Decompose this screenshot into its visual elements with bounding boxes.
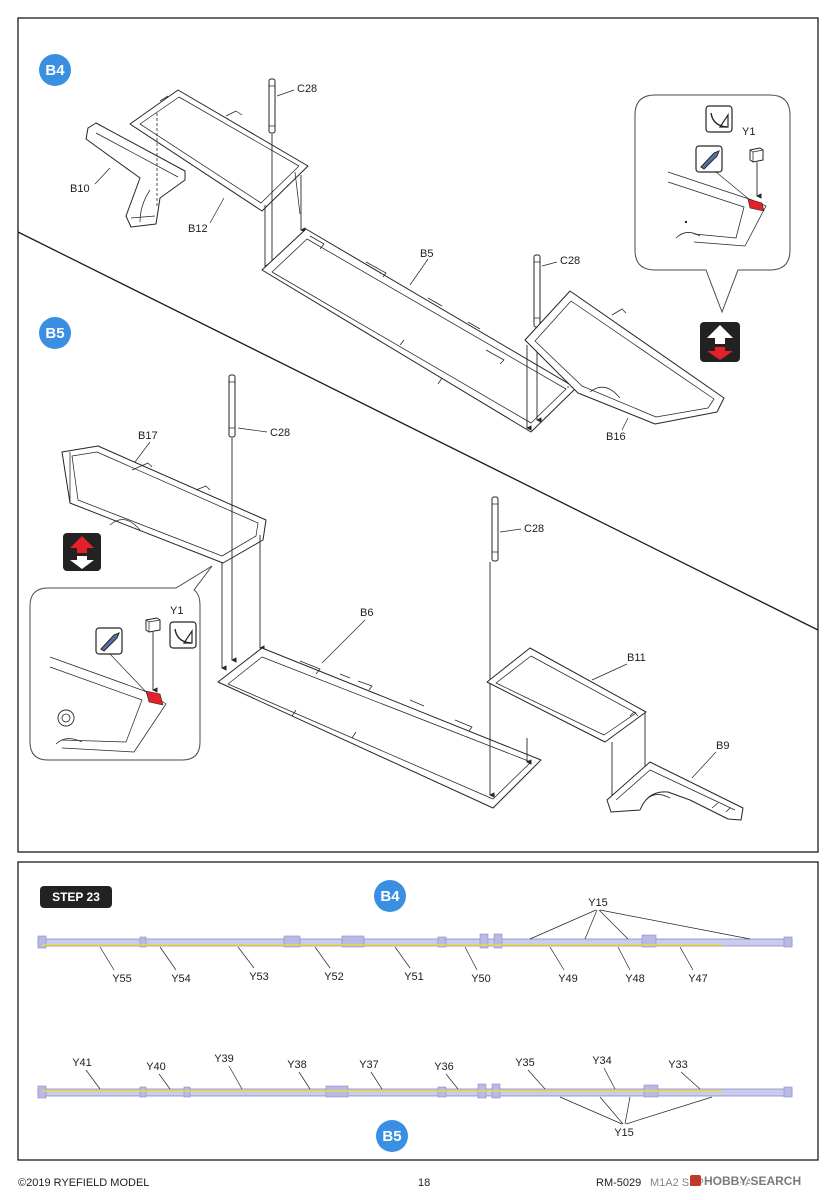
gate-label: Y41 [72, 1057, 92, 1069]
part-label-b6: B6 [360, 607, 373, 619]
cut-off-gate-icon [169, 621, 197, 649]
inset-part-label-y1: Y1 [170, 605, 183, 617]
page-number: 18 [418, 1177, 430, 1189]
shared-gate-label: Y15 [588, 897, 608, 909]
kit-name: M1A2 SEP V2 ABRAMS [650, 1177, 769, 1189]
detail-inset-bottom: Y1 [29, 565, 213, 761]
part-label-c28-left: C28 [270, 427, 290, 439]
sub-step-badge-b4: B4 [39, 54, 71, 86]
badge-label: B4 [380, 888, 400, 905]
attachment-highlight [145, 690, 164, 706]
badge-circle [39, 317, 71, 349]
hobby-search-logo-icon [690, 1175, 701, 1186]
kit-code: RM-5029 [596, 1177, 641, 1189]
section-divider [17, 231, 819, 631]
badge-label: B5 [382, 1128, 401, 1145]
part-b16: B16 [524, 290, 725, 443]
gate-label: Y38 [287, 1059, 307, 1071]
gate-label: Y55 [112, 973, 132, 985]
sub-step-badge-b5: B5 [39, 317, 71, 349]
footer: ©2019 RYEFIELD MODEL 18 RM-5029 M1A2 SEP… [18, 1173, 802, 1190]
part-b12: B12 [129, 89, 309, 235]
badge-label: B5 [45, 325, 64, 342]
inset-part-label-y1: Y1 [742, 126, 755, 138]
small-part-y1 [749, 147, 764, 163]
gate-label: Y52 [324, 971, 344, 983]
badge-label: B4 [45, 62, 65, 79]
small-part-y1 [145, 617, 161, 633]
part-label-b17: B17 [138, 430, 158, 442]
copyright: ©2019 RYEFIELD MODEL [18, 1177, 149, 1189]
gate-label: Y50 [471, 973, 491, 985]
part-b17: B17 [61, 430, 267, 564]
part-b6: B6 [217, 607, 542, 809]
flip-part-icon [700, 322, 740, 362]
sprue-strip [37, 1088, 793, 1097]
step-title: STEP 23 [52, 890, 100, 904]
part-label-b9: B9 [716, 740, 729, 752]
inset-part-drawing [667, 171, 767, 247]
part-label-b11: B11 [627, 652, 646, 664]
watermark: HOBBY SEARCH [690, 1173, 802, 1189]
badge-circle [39, 54, 71, 86]
cut-off-gate-icon [705, 105, 733, 133]
part-label-b12: B12 [188, 223, 208, 235]
gate-label: Y53 [249, 971, 269, 983]
part-c28-pin-right-lower: C28 [491, 496, 544, 562]
step-23-badge: STEP 23 [40, 886, 112, 908]
part-b5: B5 [261, 228, 577, 433]
part-b9: B9 [606, 740, 744, 821]
part-label-b5: B5 [420, 248, 433, 260]
part-c28-pin-left: C28 [228, 374, 290, 439]
attachment-highlight [747, 198, 765, 212]
step-23-frame [17, 861, 819, 1161]
sprue-details [37, 933, 793, 949]
gate-label: Y40 [146, 1061, 166, 1073]
assembly-frame [17, 17, 819, 853]
detail-inset-top: Y1 [634, 94, 791, 314]
lower-sprue-b5: Y41 Y40 Y39 Y38 Y37 Y36 Y35 Y34 Y33 Y15 … [37, 1053, 793, 1152]
gate-label: Y35 [515, 1057, 535, 1069]
gate-label: Y54 [171, 973, 191, 985]
upper-sprue-b4: B4 Y15 [37, 880, 793, 985]
hobby-knife-icon [95, 627, 123, 655]
part-c28-pin-top: C28 [268, 78, 317, 134]
gate-label: Y51 [404, 971, 424, 983]
hobby-knife-icon [695, 145, 723, 173]
gate-label: Y47 [688, 973, 708, 985]
gate-label: Y49 [558, 973, 578, 985]
part-label-b10: B10 [70, 183, 90, 195]
sub-step-b4: B4 B10 B12 C28 [39, 54, 791, 443]
gate-leader-lines [99, 909, 751, 971]
part-label-c28-right-lower: C28 [524, 523, 544, 535]
gate-label: Y34 [592, 1055, 612, 1067]
gate-label: Y36 [434, 1061, 454, 1073]
gate-label: Y33 [668, 1059, 688, 1071]
part-b10: B10 [70, 122, 186, 228]
assembly-guide-lines-b11 [489, 562, 650, 798]
gate-label: Y39 [214, 1053, 234, 1065]
gate-leader-lines [85, 1065, 713, 1125]
part-b11: B11 [486, 647, 647, 743]
inset-part-drawing [49, 656, 167, 753]
sprue-badge-b5: B5 [376, 1120, 408, 1152]
assembly-guide-lines-b17 [221, 438, 265, 671]
sub-step-b5: B5 B17 C28 B6 [29, 317, 744, 821]
assembly-guide-lines-b12 [264, 134, 306, 269]
gate-label: Y37 [359, 1059, 379, 1071]
part-c28-pin-right: C28 [533, 254, 580, 328]
sprue-badge-b4: B4 [374, 880, 406, 912]
part-label-b16: B16 [606, 431, 626, 443]
part-label-c28-right: C28 [560, 255, 580, 267]
watermark-text: HOBBY SEARCH [704, 1174, 801, 1188]
flip-part-icon [63, 533, 101, 571]
gate-label: Y48 [625, 973, 645, 985]
shared-gate-label: Y15 [614, 1127, 634, 1139]
part-label-c28-top: C28 [297, 83, 317, 95]
